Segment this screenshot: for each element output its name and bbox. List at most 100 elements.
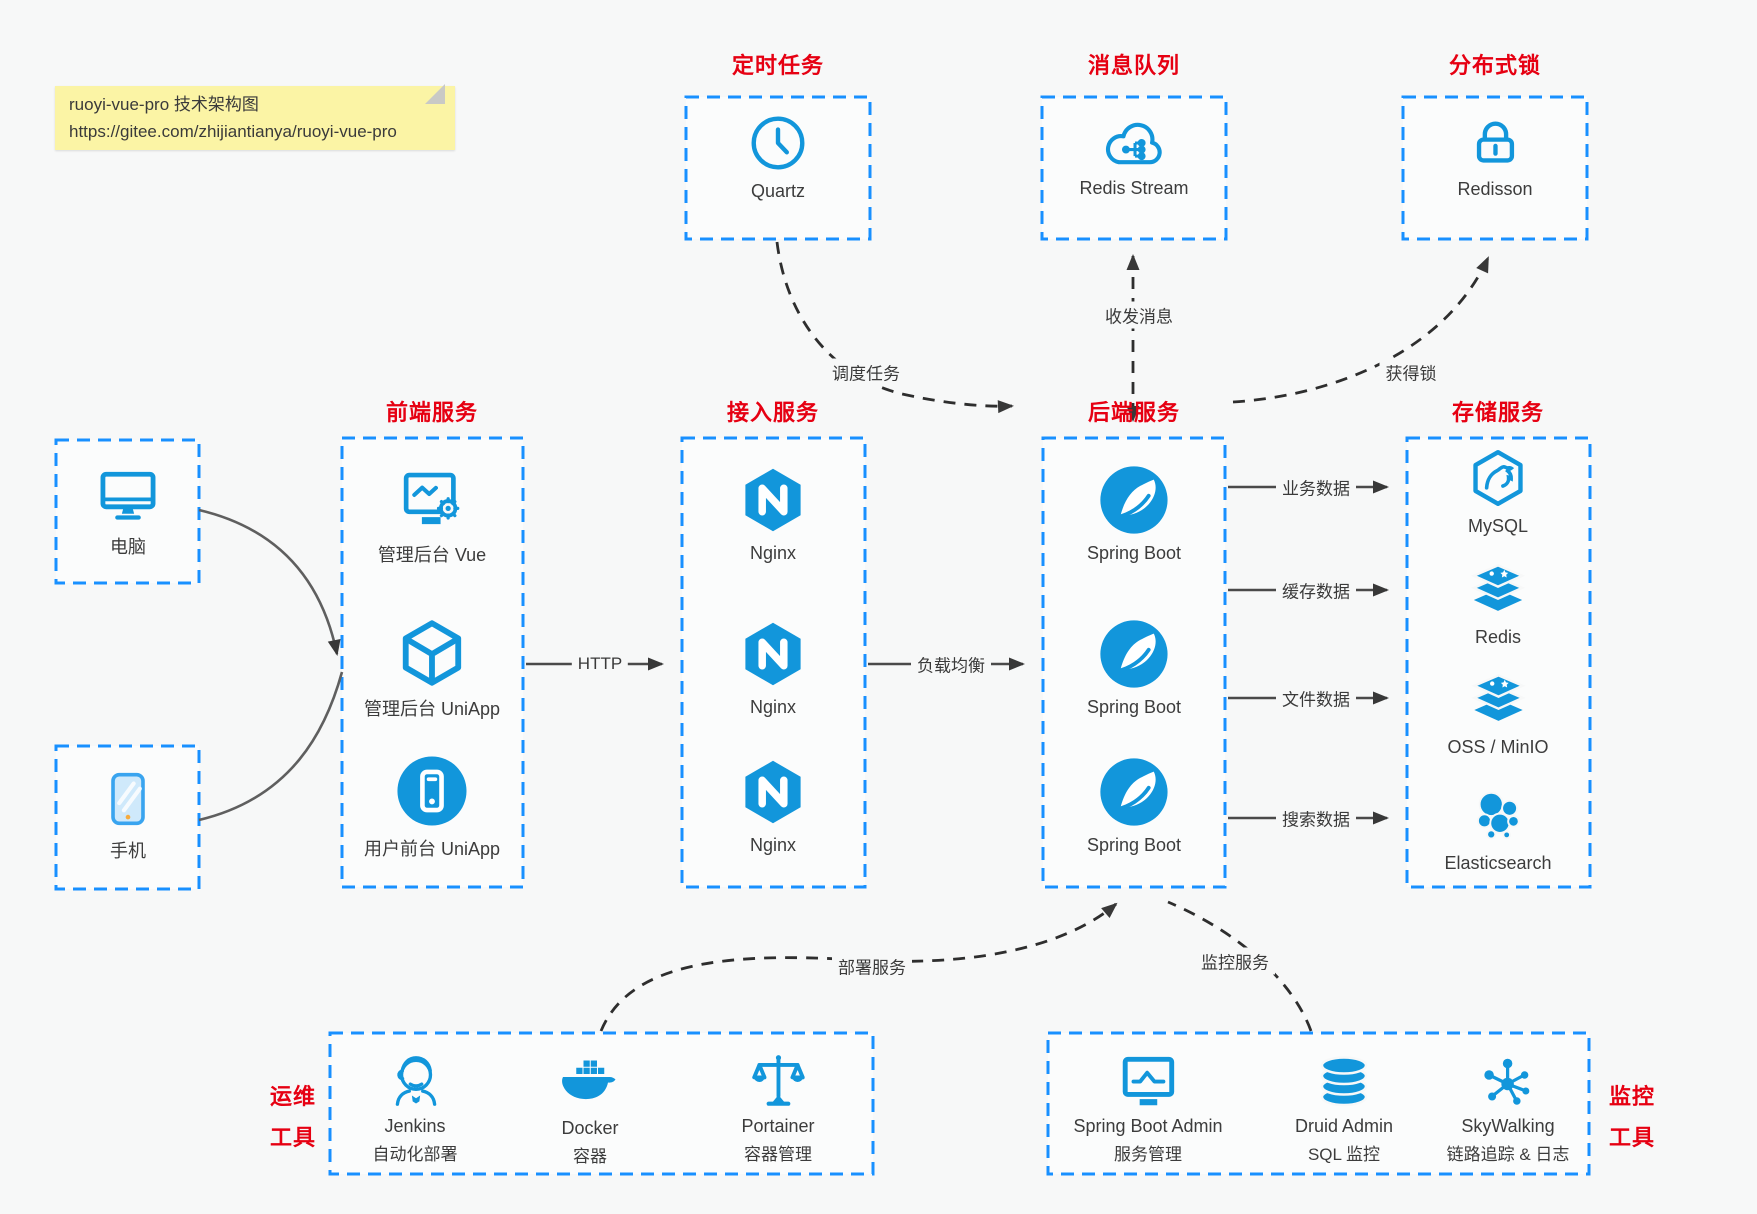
node-label: Nginx <box>749 835 797 855</box>
node-nginx-1: Nginx <box>737 464 809 564</box>
edge-schedule-curve <box>775 241 1014 414</box>
node-springboot-3: Spring Boot <box>1087 756 1181 856</box>
edge-label-http: HTTP <box>571 653 629 675</box>
node-docker: Docker 容器 <box>560 1052 620 1167</box>
node-admin-vue: 管理后台 Vue <box>378 464 486 567</box>
spring-boot-icon <box>1087 618 1181 690</box>
group-box-monitor-tools <box>1046 1031 1591 1176</box>
node-oss-minio: OSS / MinIO <box>1447 672 1549 758</box>
node-sublabel: 容器管理 <box>743 1145 812 1164</box>
node-quartz: Quartz <box>747 112 809 202</box>
edge-label-business-data: 业务数据 <box>1276 473 1356 501</box>
node-label: OSS / MinIO <box>1447 737 1549 757</box>
node-redis-stream: Redis Stream <box>1079 116 1189 199</box>
node-label: Spring Boot <box>1086 543 1182 563</box>
spring-boot-icon <box>1087 464 1181 536</box>
title-monitor-tools: 监控 工具 <box>1608 1084 1656 1150</box>
node-springboot-1: Spring Boot <box>1087 464 1181 564</box>
node-label: 管理后台 UniApp <box>363 699 501 719</box>
nginx-icon <box>737 756 809 828</box>
node-sublabel: 链路追踪 & 日志 <box>1446 1145 1570 1164</box>
smartphone-icon <box>97 768 159 830</box>
spring-boot-icon <box>1087 756 1181 828</box>
spring-boot-admin-icon <box>1073 1050 1222 1112</box>
node-elasticsearch: Elasticsearch <box>1444 788 1552 874</box>
node-label: Nginx <box>749 543 797 563</box>
edge-label-monitor: 监控服务 <box>1195 947 1275 975</box>
node-redisson: Redisson <box>1457 114 1533 200</box>
node-sublabel: 服务管理 <box>1114 1145 1182 1164</box>
node-portainer: Portainer 容器管理 <box>741 1050 815 1165</box>
node-label: Redis Stream <box>1079 178 1189 198</box>
jenkins-icon <box>373 1050 458 1112</box>
user-app-icon <box>364 754 500 828</box>
docker-icon <box>560 1052 620 1112</box>
node-label: Druid Admin <box>1294 1116 1394 1136</box>
title-message-queue: 消息队列 <box>1087 53 1181 78</box>
node-sublabel: SQL 监控 <box>1307 1145 1381 1164</box>
nginx-icon <box>737 618 809 690</box>
edge-label-load-balance: 负载均衡 <box>911 650 991 678</box>
title-scheduled-tasks: 定时任务 <box>731 53 825 78</box>
title-storage: 存储服务 <box>1451 400 1545 425</box>
node-label: Portainer <box>741 1116 815 1136</box>
node-jenkins: Jenkins 自动化部署 <box>373 1050 458 1165</box>
node-nginx-2: Nginx <box>737 618 809 718</box>
edge-pc-to-frontend <box>198 508 341 656</box>
sticky-note-fold <box>425 84 445 104</box>
node-admin-uniapp: 管理后台 UniApp <box>364 618 500 721</box>
edge-label-file-data: 文件数据 <box>1276 684 1356 712</box>
node-label: Redis <box>1474 627 1522 647</box>
node-label: Docker <box>561 1118 619 1138</box>
node-redis: Redis <box>1469 562 1527 648</box>
node-user-uniapp: 用户前台 UniApp <box>364 754 500 861</box>
node-druid-admin: Druid Admin SQL 监控 <box>1295 1052 1393 1165</box>
clock-icon <box>747 112 809 174</box>
edge-label-cache-data: 缓存数据 <box>1276 576 1356 604</box>
edge-label-deploy: 部署服务 <box>832 952 912 980</box>
mysql-icon <box>1467 447 1529 509</box>
cloud-queue-icon <box>1079 116 1188 171</box>
nginx-icon <box>737 464 809 536</box>
node-mysql: MySQL <box>1467 447 1529 537</box>
node-label: Jenkins <box>384 1116 446 1136</box>
node-label: 用户前台 UniApp <box>363 839 501 859</box>
node-label: 手机 <box>110 841 146 861</box>
edge-label-messages: 收发消息 <box>1099 301 1179 329</box>
node-springboot-2: Spring Boot <box>1087 618 1181 718</box>
title-distributed-lock: 分布式锁 <box>1448 53 1542 78</box>
edge-acquire-lock-curve <box>1232 256 1490 404</box>
edge-label-search-data: 搜索数据 <box>1276 804 1356 832</box>
node-label: 管理后台 Vue <box>377 545 487 565</box>
node-label: Redisson <box>1457 179 1533 199</box>
node-label: Nginx <box>749 697 797 717</box>
title-gateway: 接入服务 <box>726 400 820 425</box>
portainer-icon <box>741 1050 814 1112</box>
title-ops-tools: 运维 工具 <box>269 1084 317 1150</box>
node-skywalking: SkyWalking 链路追踪 & 日志 <box>1446 1052 1570 1165</box>
node-pc: 电脑 <box>96 462 160 559</box>
oss-icon <box>1447 672 1548 730</box>
lock-icon <box>1457 114 1532 172</box>
uniapp-cube-icon <box>364 618 500 688</box>
node-label: SkyWalking <box>1461 1116 1555 1136</box>
node-label: Spring Boot Admin <box>1073 1116 1223 1136</box>
node-mobile: 手机 <box>97 768 159 863</box>
sticky-note: ruoyi-vue-pro 技术架构图 https://gitee.com/zh… <box>55 84 455 150</box>
node-nginx-3: Nginx <box>737 756 809 856</box>
node-label: Spring Boot <box>1086 697 1182 717</box>
node-sublabel: 自动化部署 <box>372 1145 458 1164</box>
node-label: 电脑 <box>110 537 146 557</box>
desktop-icon <box>96 462 160 526</box>
node-spring-boot-admin: Spring Boot Admin 服务管理 <box>1073 1050 1223 1165</box>
edge-label-acquire-lock: 获得锁 <box>1379 358 1443 386</box>
druid-icon <box>1295 1052 1393 1112</box>
note-url: https://gitee.com/zhijiantianya/ruoyi-vu… <box>69 122 397 141</box>
node-label: MySQL <box>1467 516 1528 536</box>
skywalking-icon <box>1447 1052 1570 1112</box>
admin-vue-icon <box>378 464 486 534</box>
title-frontend: 前端服务 <box>385 400 479 425</box>
elasticsearch-icon <box>1444 788 1551 846</box>
edge-phone-to-frontend <box>198 671 344 822</box>
